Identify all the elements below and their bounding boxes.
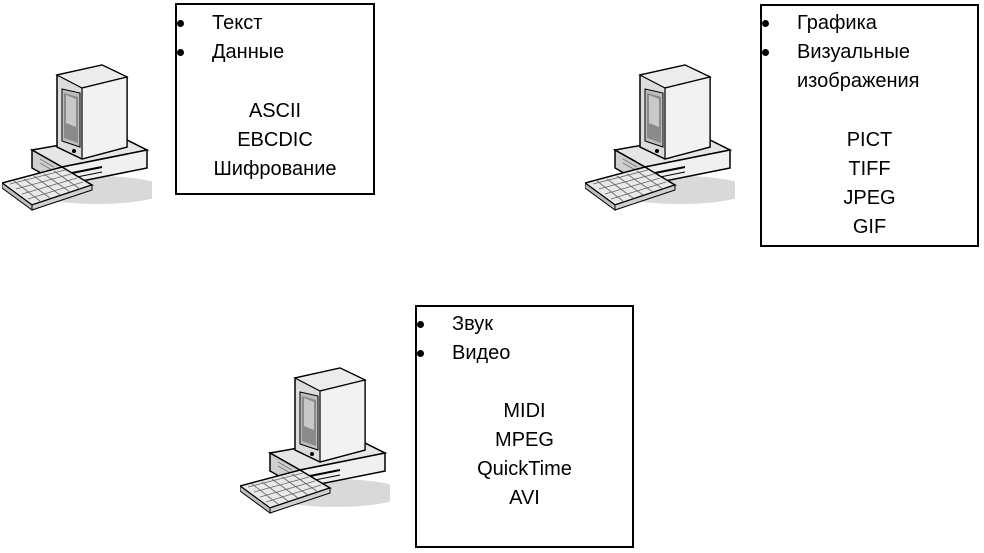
bullet-item: Данные [177,38,284,67]
computer-icon [2,64,152,211]
bullet-icon [762,20,769,27]
bullet-item: Видео [417,339,510,368]
bullet-icon [417,321,424,328]
computer-icon [240,367,390,514]
computer-icon [585,64,735,211]
format-label: TIFF [848,158,891,180]
format-box-text: Текст Данные ASCII EBCDIC Шифрование [175,3,375,195]
bullet-item: Звук [417,310,510,339]
bullet-item: Графика [762,9,920,38]
bullet-icon [417,350,424,357]
format-label: EBCDIC [237,129,313,151]
bullet-icon [177,49,184,56]
format-box-audio-video: Звук Видео MIDI MPEG QuickTime AVI [415,305,634,548]
format-label: GIF [852,216,887,238]
format-label: Шифрование [213,158,337,180]
format-box-graphics: Графика Визуальные изображения PICT TIFF… [760,4,979,247]
bullet-item-continuation: изображения [797,70,920,92]
format-label: MPEG [495,429,554,451]
format-label: ASCII [248,100,302,122]
bullet-item: Визуальные [762,38,920,67]
bullet-icon [762,49,769,56]
format-label: QuickTime [477,458,572,480]
format-label: MIDI [503,400,546,422]
format-label: PICT [846,129,893,151]
bullet-icon [177,20,184,27]
format-label: AVI [509,487,540,509]
format-label: JPEG [843,187,896,209]
bullet-item: Текст [177,9,284,38]
